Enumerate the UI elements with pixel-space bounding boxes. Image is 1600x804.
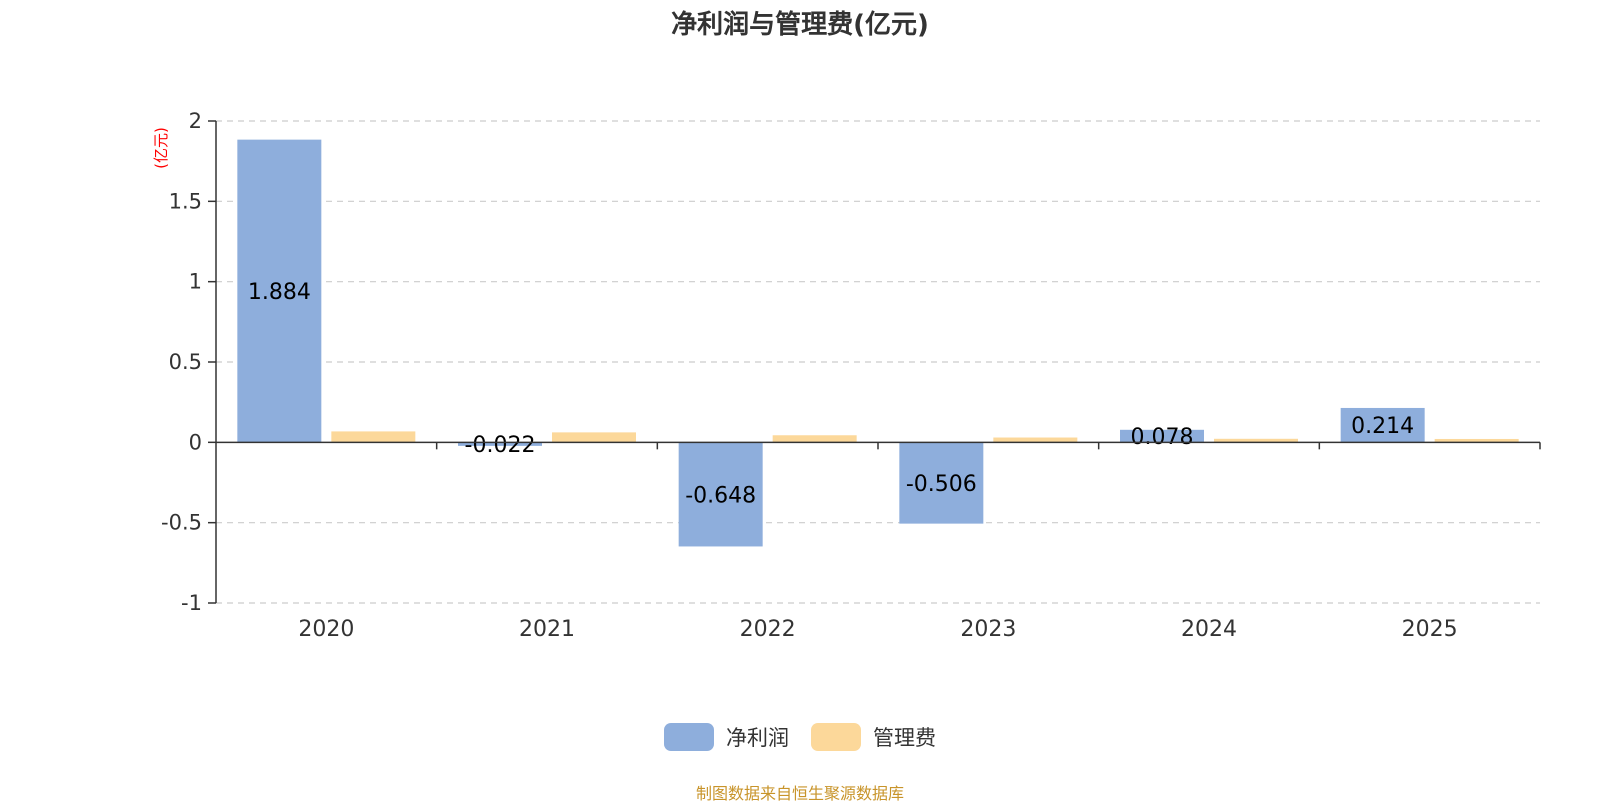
chart-title: 净利润与管理费(亿元) <box>671 10 929 40</box>
data-label: 0.078 <box>1131 425 1194 450</box>
legend: 净利润 管理费 <box>0 722 1600 752</box>
data-label: 1.884 <box>248 280 311 305</box>
bar-admin-expense <box>772 435 857 443</box>
source-note: 制图数据来自恒生聚源数据库 <box>695 784 904 803</box>
legend-item-net-profit[interactable]: 净利润 <box>664 722 789 752</box>
legend-label-net-profit: 净利润 <box>726 726 789 750</box>
data-label: 0.214 <box>1351 414 1414 439</box>
x-tick-label: 2023 <box>960 617 1016 642</box>
y-tick-label: 0.5 <box>169 350 202 374</box>
bar-admin-expense <box>552 432 636 443</box>
legend-swatch-admin-expense <box>811 723 861 751</box>
legend-swatch-net-profit <box>664 723 714 751</box>
bar-net-profit <box>899 442 984 524</box>
y-tick-label: -0.5 <box>161 511 202 535</box>
x-tick-label: 2024 <box>1181 617 1237 642</box>
bar-admin-expense <box>331 431 416 443</box>
data-label: -0.506 <box>906 472 977 497</box>
y-tick-label: 0 <box>189 430 202 454</box>
x-tick-label: 2025 <box>1402 617 1458 642</box>
y-tick-label: 2 <box>189 109 202 133</box>
bar-net-profit <box>458 442 542 446</box>
data-label: -0.648 <box>685 483 756 508</box>
x-tick-label: 2021 <box>519 617 575 642</box>
y-tick-label: 1.5 <box>169 189 202 213</box>
bar-admin-expense <box>1214 438 1298 443</box>
data-label: -0.022 <box>465 433 536 458</box>
legend-label-admin-expense: 管理费 <box>873 726 936 750</box>
x-tick-label: 2022 <box>740 617 796 642</box>
y-tick-label: -1 <box>181 591 202 615</box>
bar-admin-expense <box>1434 438 1519 443</box>
bar-net-profit <box>237 139 322 443</box>
bar-net-profit <box>1120 429 1204 443</box>
y-axis-unit-label: (亿元) <box>152 127 170 169</box>
x-tick-label: 2020 <box>298 617 354 642</box>
bar-net-profit <box>1340 407 1425 443</box>
bar-net-profit <box>678 442 763 547</box>
bar-admin-expense <box>993 437 1078 443</box>
y-tick-label: 1 <box>189 270 202 294</box>
legend-item-admin-expense[interactable]: 管理费 <box>811 722 936 752</box>
